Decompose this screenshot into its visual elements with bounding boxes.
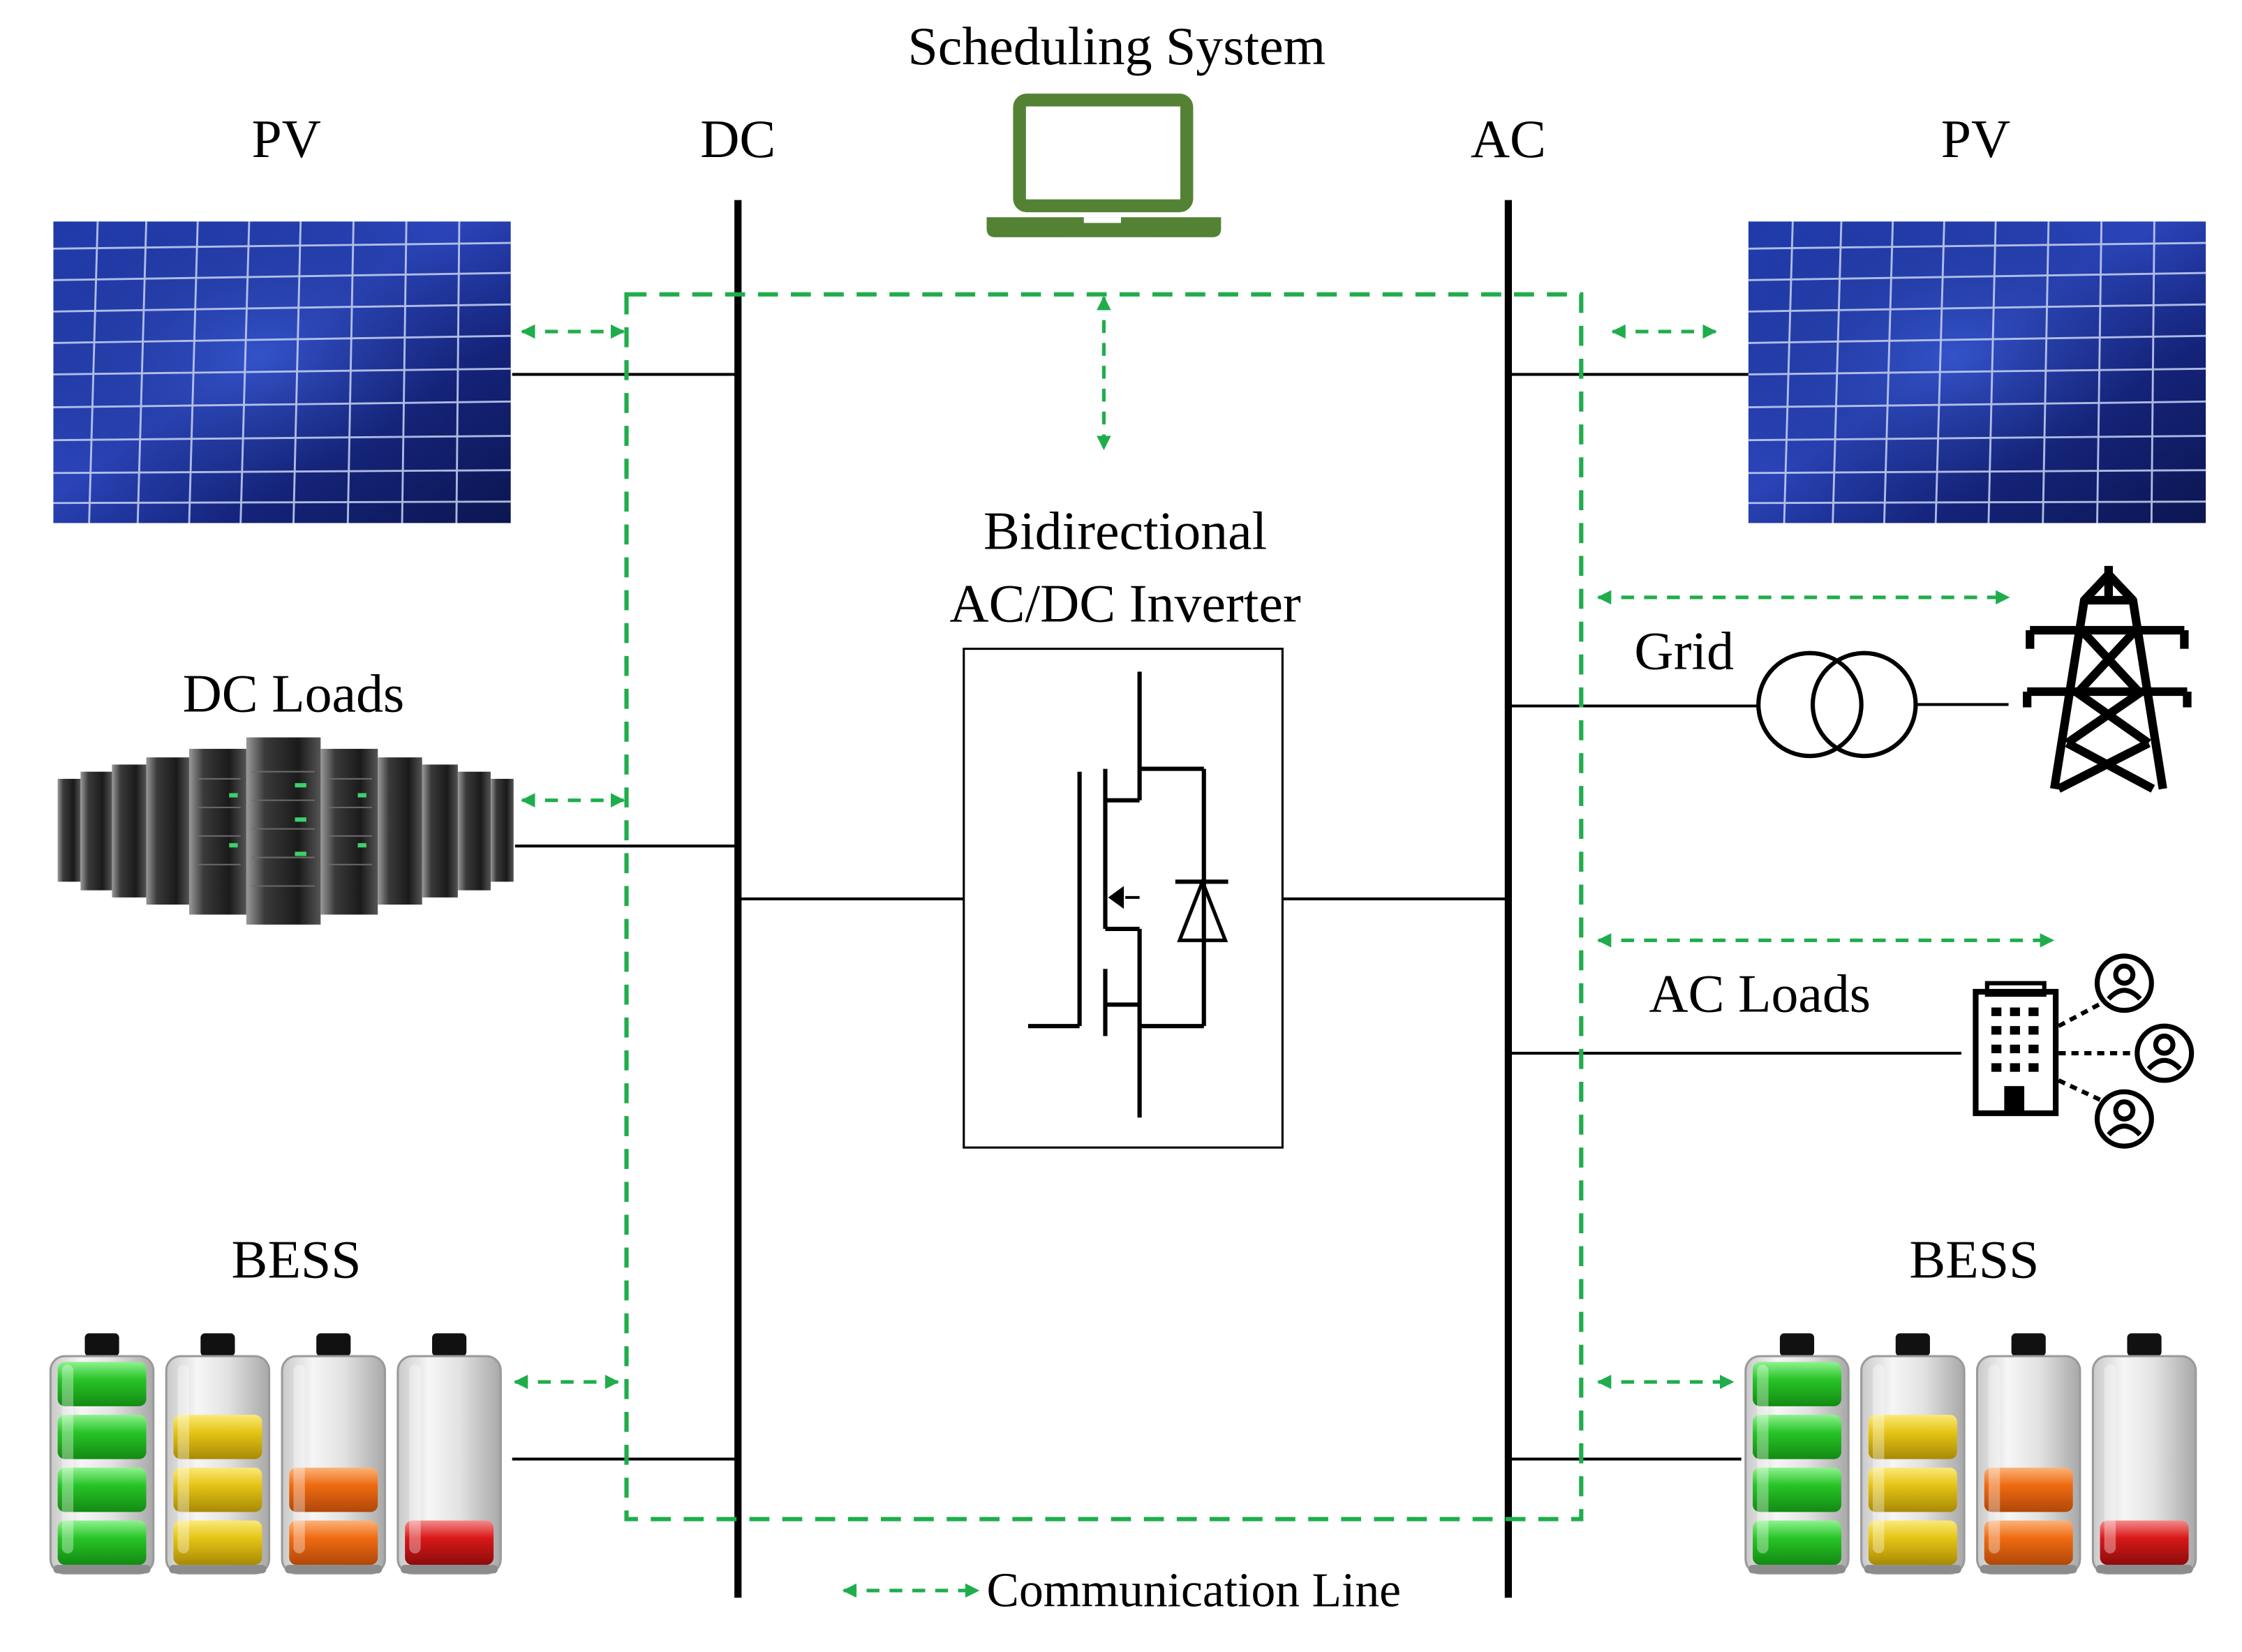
battery-charge-cell [1868, 1415, 1957, 1459]
battery-icon [49, 1333, 155, 1575]
building-icon [1973, 981, 2136, 1117]
battery-charge-cell [57, 1415, 147, 1459]
battery-charge-cell [173, 1467, 262, 1512]
server-racks-icon [57, 737, 514, 925]
battery-charge-cell [1753, 1520, 1841, 1565]
battery-icon [2091, 1333, 2197, 1575]
laptop-icon [986, 94, 1222, 237]
communication-arrows [513, 295, 2055, 1598]
battery-charge-cell [1753, 1415, 1841, 1459]
bess-left-label: BESS [232, 1230, 362, 1290]
ac-loads-label: AC Loads [1649, 964, 1871, 1024]
battery-icon [165, 1333, 271, 1575]
battery-charge-cell [173, 1415, 262, 1459]
grid-label: Grid [1634, 620, 1734, 680]
transmission-tower-icon [2023, 565, 2192, 793]
scheduling-system-title: Scheduling System [908, 16, 1326, 76]
inverter-label-line1: Bidirectional [983, 500, 1267, 560]
ac-bus-label: AC [1471, 109, 1546, 169]
pv-panel-left-icon [53, 221, 511, 523]
dc-bus-label: DC [700, 109, 775, 169]
inverter-symbol [963, 648, 1284, 1149]
battery-charge-cell [2100, 1520, 2189, 1565]
pv-right-label: PV [1941, 109, 2010, 169]
battery-charge-cell [57, 1467, 147, 1512]
bess-right-label: BESS [1909, 1230, 2039, 1290]
battery-charge-cell [1753, 1467, 1841, 1512]
legend-communication-line-label: Communication Line [987, 1563, 1402, 1617]
battery-charge-cell [289, 1520, 378, 1565]
battery-charge-cell [289, 1467, 378, 1512]
battery-charge-cell [1868, 1520, 1957, 1565]
battery-charge-cell [57, 1362, 147, 1406]
pv-panel-right-icon [1748, 221, 2206, 523]
inverter-label-line2: AC/DC Inverter [949, 574, 1300, 634]
battery-charge-cell [57, 1520, 147, 1565]
dc-loads-label: DC Loads [183, 664, 405, 724]
battery-icon [281, 1333, 387, 1575]
bess-right-batteries [1744, 1333, 2197, 1575]
battery-icon [1975, 1333, 2081, 1575]
user-icon [2094, 1089, 2154, 1149]
battery-charge-cell [1753, 1362, 1841, 1406]
communication-network [624, 292, 1584, 1521]
battery-icon [1744, 1333, 1850, 1575]
bess-left-batteries [49, 1333, 502, 1575]
battery-icon [1860, 1333, 1966, 1575]
battery-charge-cell [1868, 1467, 1957, 1512]
battery-charge-cell [1984, 1467, 2073, 1512]
battery-charge-cell [405, 1520, 494, 1565]
user-icon [2094, 953, 2154, 1013]
battery-charge-cell [173, 1520, 262, 1565]
pv-left-label: PV [251, 109, 320, 169]
transformer-icon [1756, 650, 1918, 759]
user-icon [2135, 1023, 2195, 1083]
battery-charge-cell [1984, 1520, 2073, 1565]
battery-icon [396, 1333, 502, 1575]
